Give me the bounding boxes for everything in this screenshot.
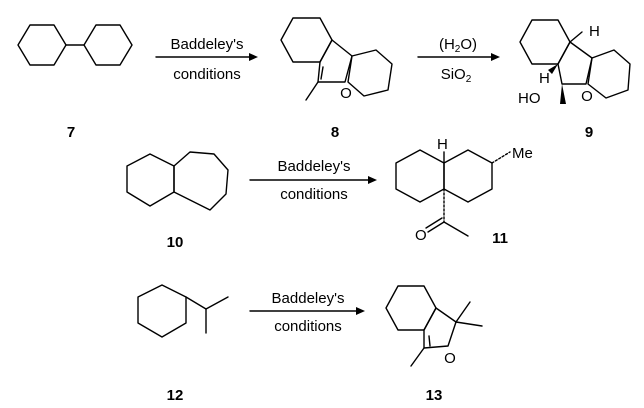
arrow-4-above: Baddeley's [272,290,345,307]
compound-label-13: 13 [426,387,443,404]
arrow-4-below: conditions [274,318,342,335]
arrow-3-below: conditions [280,186,348,203]
atom-me-11: Me [512,145,533,162]
arrow-4: Baddeley's conditions [249,290,365,335]
arrow-1-above: Baddeley's [171,36,244,53]
compound-label-7: 7 [67,124,75,141]
arrow-2-above: (H2O) [439,36,477,55]
arrow-1-below: conditions [173,66,241,83]
atom-h-9-mid: H [539,70,550,87]
arrow-2: (H2O) SiO2 [417,36,500,85]
arrow-1: Baddeley's conditions [155,36,258,83]
structure-11 [395,149,511,237]
compound-label-11: 11 [492,230,508,247]
compound-label-9: 9 [585,124,593,141]
structure-10 [126,151,229,211]
arrow-2-below: SiO2 [441,66,472,85]
compound-label-8: 8 [331,124,339,141]
structure-8 [280,17,393,101]
structure-9 [519,19,631,104]
compound-label-12: 12 [167,387,184,404]
atom-o-9: O [581,88,593,105]
atom-h-9-top: H [589,23,600,40]
atom-o-13: O [444,350,456,367]
atom-h-11: H [437,136,448,153]
atom-o-8: O [340,85,352,102]
compound-label-10: 10 [167,234,184,251]
structure-12 [137,284,229,338]
atom-ho-9: HO [518,90,541,107]
atom-o-11: O [415,227,427,244]
structure-13 [385,285,483,367]
structure-7 [17,24,133,66]
arrow-3-above: Baddeley's [278,158,351,175]
arrow-3: Baddeley's conditions [249,158,377,203]
